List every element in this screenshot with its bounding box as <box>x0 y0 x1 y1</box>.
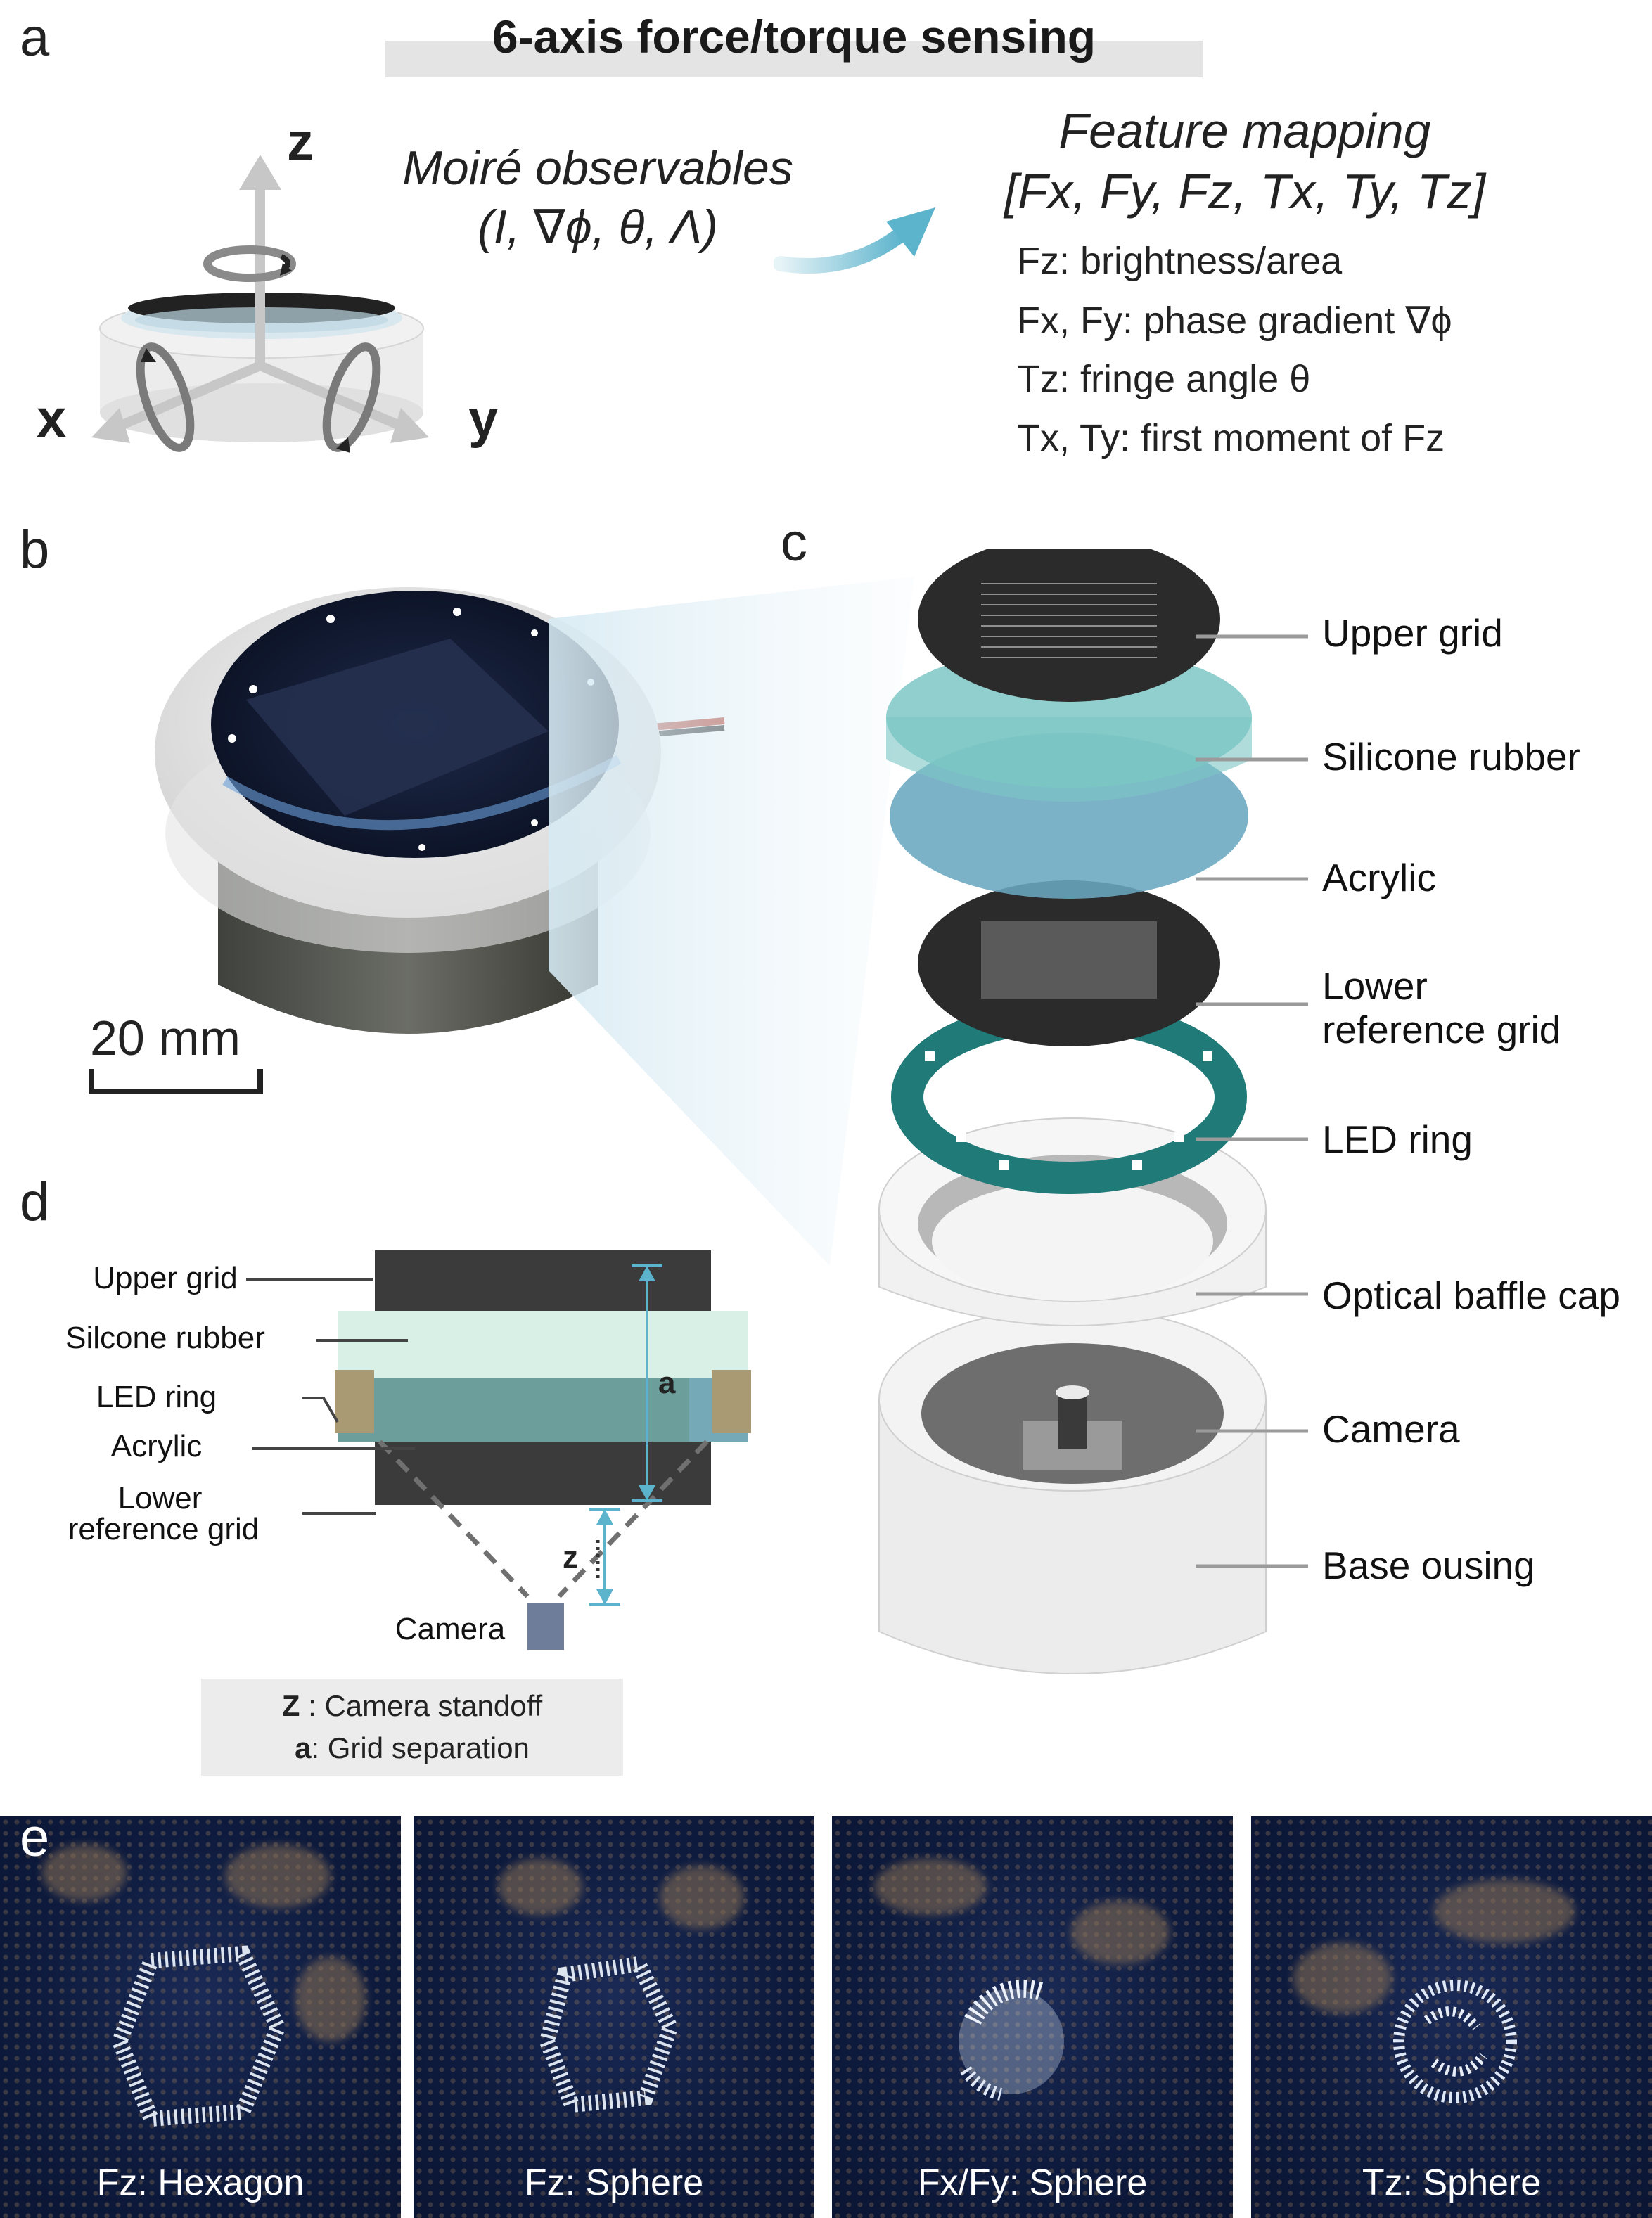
fringe-blob <box>1071 1901 1170 1964</box>
observables-vars: (I, ∇ϕ, θ, Λ) <box>478 200 718 254</box>
grid-texture <box>1251 1816 1652 2218</box>
title-bar <box>385 41 1203 77</box>
map-item-fz: Fz: brightness/area <box>1017 240 1343 282</box>
fringe-blob <box>225 1845 331 1908</box>
d-label-silicone: Silcone rubber <box>65 1321 265 1355</box>
d-label-camera: Camera <box>395 1612 506 1646</box>
map-item-tz: Tz: fringe angle θ <box>1017 358 1311 400</box>
d-label-lower-grid-1: Lower <box>117 1481 203 1515</box>
panel-letter-a: a <box>20 8 50 68</box>
fringe-blob <box>1293 1943 1392 2013</box>
cross-section-diagram <box>335 1250 751 1650</box>
d-legend-box <box>201 1679 623 1776</box>
fringe-blob <box>498 1859 582 1915</box>
e-tile-2: Fz: Sphere <box>414 1816 814 2218</box>
c-label-silicone: Silicone rubber <box>1322 735 1580 778</box>
panel-letter-b: b <box>20 520 50 579</box>
fringe-blob <box>874 1859 987 1915</box>
sphere-torsion-icon <box>1393 1980 1517 2103</box>
d-label-acrylic: Acrylic <box>110 1429 203 1463</box>
d-a-label: a <box>658 1366 676 1400</box>
e-tile-1: Fz: Hexagon <box>0 1816 401 2218</box>
e-tile-3: Fx/Fy: Sphere <box>832 1816 1233 2218</box>
mapping-vector: [Fx, Fy, Fz, Tx, Ty, Tz] <box>1004 164 1486 219</box>
scale-bar-label: 20 mm <box>90 1011 241 1065</box>
c-label-camera: Camera <box>1322 1407 1460 1451</box>
sphere-shear-icon <box>959 1979 1064 2101</box>
e-caption-2: Fz: Sphere <box>524 2162 704 2203</box>
scale-bar <box>89 1069 263 1094</box>
sphere-contact-icon <box>539 1955 679 2113</box>
fringe-blob <box>660 1866 744 1929</box>
d-label-led-ring: LED ring <box>96 1380 217 1414</box>
map-item-txty: Tx, Ty: first moment of Fz <box>1017 417 1445 459</box>
c-label-lower-grid: Lower reference grid <box>1322 964 1561 1051</box>
d-legend-z-text: : Camera standoff <box>300 1689 543 1722</box>
fringe-blob <box>42 1845 127 1901</box>
panel-d-leaders <box>246 1278 415 1515</box>
axis-y-label: y <box>468 389 499 449</box>
fringe-blob <box>295 1957 366 2041</box>
panel-c-leaders <box>1196 634 1308 1568</box>
zoom-wedge <box>549 577 914 1266</box>
d-label-lower-grid-2: reference grid <box>68 1512 260 1546</box>
panel-letter-d: d <box>20 1172 50 1232</box>
e-caption-4: Tz: Sphere <box>1362 2162 1542 2203</box>
grid-texture <box>414 1816 814 2218</box>
d-legend-z-key: Z <box>281 1689 300 1722</box>
axis-x-label: x <box>37 389 67 449</box>
d-legend-a-text: : Grid separation <box>311 1731 530 1764</box>
d-z-label: z <box>563 1540 578 1575</box>
e-caption-3: Fx/Fy: Sphere <box>917 2162 1148 2203</box>
map-item-fxfy: Fx, Fy: phase gradient ∇ϕ <box>1017 300 1452 342</box>
sensor-photo <box>155 587 725 1034</box>
e-tile-4: Tz: Sphere <box>1251 1816 1652 2218</box>
d-legend-a-key: a <box>295 1731 312 1764</box>
c-label-base: Base ousing <box>1322 1544 1535 1587</box>
c-label-upper-grid: Upper grid <box>1322 611 1503 655</box>
curved-arrow-icon <box>774 207 935 274</box>
e-caption-1: Fz: Hexagon <box>96 2162 305 2203</box>
panel-letter-c: c <box>781 513 807 572</box>
exploded-view <box>878 549 1267 1674</box>
hexagon-contact-icon <box>111 1945 287 2127</box>
panel-letter-e: e <box>20 1808 50 1868</box>
panel-a-title: 6-axis force/torque sensing <box>492 11 1096 63</box>
sensor-axes-diagram <box>91 155 429 453</box>
c-label-acrylic: Acrylic <box>1322 856 1436 899</box>
axis-z-label: z <box>287 112 314 172</box>
mapping-title: Feature mapping <box>1058 103 1431 158</box>
d-legend-z: Z : Camera standoff <box>201 1689 623 1723</box>
c-label-baffle: Optical baffle cap <box>1322 1274 1620 1317</box>
d-label-upper-grid: Upper grid <box>93 1261 238 1295</box>
observables-title: Moiré observables <box>402 141 793 195</box>
c-label-led-ring: LED ring <box>1322 1117 1473 1161</box>
d-legend-a: a: Grid separation <box>201 1731 623 1765</box>
fringe-blob <box>1434 1880 1575 1943</box>
